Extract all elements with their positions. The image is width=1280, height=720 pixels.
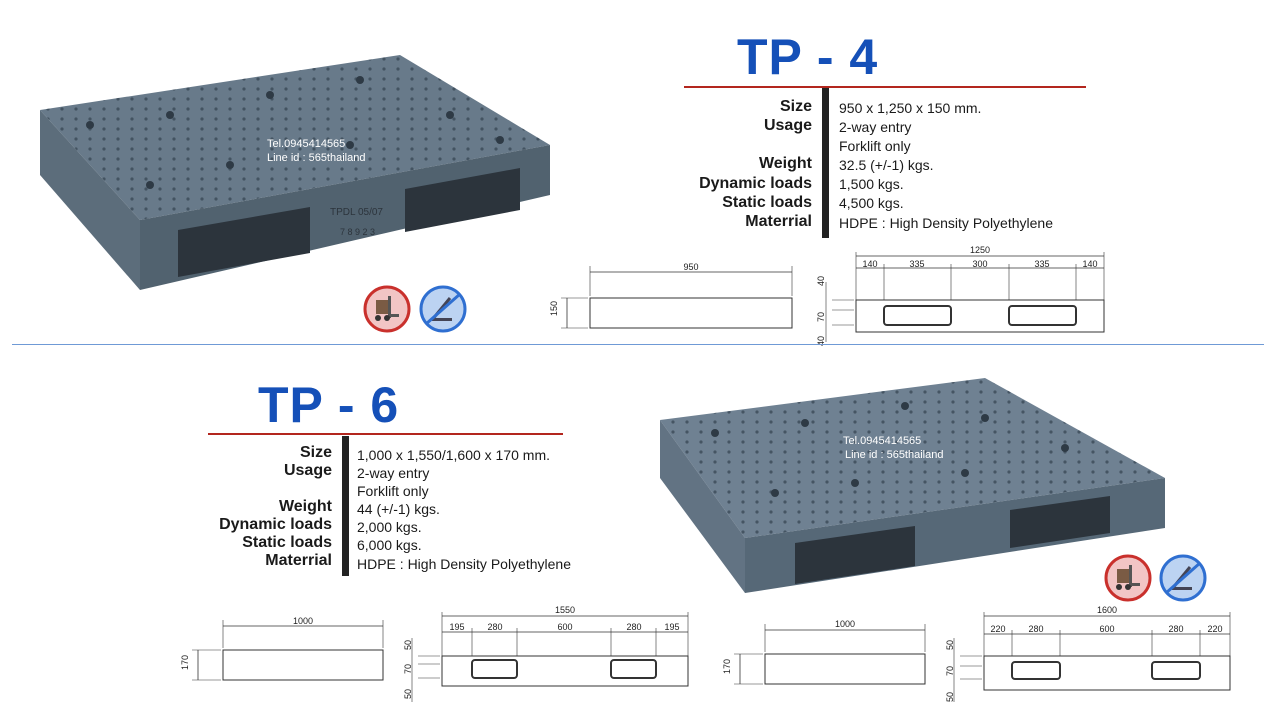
tp4-side-width: 950	[683, 262, 698, 272]
tp4-spec-bar	[822, 88, 829, 238]
tp4-seg: 335	[909, 259, 924, 269]
tp6-a-seg: 195	[664, 622, 679, 632]
tp6-side-b-width: 1000	[835, 619, 855, 629]
tp6-spec-value: HDPE : High Density Polyethylene	[357, 556, 571, 572]
tp4-side-height: 150	[549, 301, 559, 316]
tp6-title: TP - 6	[258, 377, 400, 433]
tp6-spec-label: Dynamic loads	[219, 516, 332, 533]
tp4-spec-value: 4,500 kgs.	[839, 195, 904, 211]
tp6-side-b-height: 170	[722, 659, 732, 674]
tp6-b-seg: 220	[1207, 624, 1222, 634]
tp6-a-seg: 280	[487, 622, 502, 632]
tp6-watermark-tel: Tel.0945414565	[843, 435, 921, 447]
tp4-watermark-tel: Tel.0945414565	[267, 138, 345, 150]
tp4-spec-value: HDPE : High Density Polyethylene	[839, 215, 1053, 231]
tp4-stamp-2: 7 8 9 2 3	[340, 227, 375, 237]
tp6-b-seg: 220	[990, 624, 1005, 634]
tp6-spec-bar	[342, 436, 349, 576]
tp4-spec-label: Weight	[758, 155, 812, 172]
tp4-stamp: TPDL 05/07	[330, 207, 383, 218]
tp6-spec-value: 44 (+/-1) kgs.	[357, 501, 440, 517]
tp6-a-seg: 600	[557, 622, 572, 632]
tp6-b-vert: 50	[945, 640, 955, 650]
forklift-allowed-icon	[1104, 554, 1152, 602]
tp6-side-drawing-a: 1000 170	[180, 616, 384, 681]
tp6-side-drawing-b: 1000 170	[722, 619, 926, 685]
tp6-spec-value: 2-way entry	[357, 465, 430, 481]
tp4-watermark-line: Line id : 565thailand	[267, 152, 365, 164]
tp6-spec-label: Size	[299, 444, 332, 461]
tp6-a-total: 1550	[555, 605, 575, 615]
tp6-spec-label: Usage	[283, 462, 332, 479]
tp6-a-vert: 50	[403, 689, 413, 699]
tp6-spec-value: 6,000 kgs.	[357, 537, 422, 553]
section-divider	[12, 344, 1264, 345]
hand-pallet-prohibited-icon	[1159, 554, 1207, 602]
tp4-seg: 300	[972, 259, 987, 269]
tp4-front-total: 1250	[970, 245, 990, 255]
tp6-a-seg: 280	[626, 622, 641, 632]
tp6-b-seg: 280	[1028, 624, 1043, 634]
tp6-spec-label: Weight	[278, 498, 332, 515]
tp6-b-vert: 70	[945, 666, 955, 676]
tp4-seg: 335	[1034, 259, 1049, 269]
tp6-b-vert: 50	[945, 692, 955, 702]
tp6-spec-value: Forklift only	[357, 483, 429, 499]
tp6-title-underline	[208, 433, 563, 435]
tp6-spec-label: Materrial	[265, 552, 332, 569]
tp4-seg: 140	[1082, 259, 1097, 269]
forklift-allowed-icon	[363, 285, 411, 333]
tp4-spec-label: Size	[779, 98, 812, 115]
tp4-spec-value: 2-way entry	[839, 119, 912, 135]
tp4-vert: 70	[816, 312, 826, 322]
tp4-pallet-photo: Tel.0945414565 Line id : 565thailand TPD…	[40, 55, 550, 290]
tp4-spec-value: 950 x 1,250 x 150 mm.	[839, 100, 982, 116]
tp4-spec-value: 1,500 kgs.	[839, 176, 904, 192]
tp4-spec-value: 32.5 (+/-1) kgs.	[839, 157, 934, 173]
tp4-title: TP - 4	[737, 29, 879, 85]
tp6-b-seg: 280	[1168, 624, 1183, 634]
tp4-side-drawing: 950 150	[549, 262, 793, 329]
tp6-side-a-height: 170	[180, 655, 190, 670]
tp4-vert: 40	[816, 336, 826, 346]
tp6-front-drawing-b: 1600 220 280 600 280 220 50 70 50	[945, 605, 1231, 702]
tp6-spec-value: 1,000 x 1,550/1,600 x 170 mm.	[357, 447, 551, 463]
tp6-front-drawing-a: 1550 195 280 600 280 195 50 70 50	[403, 605, 689, 702]
tp6-spec-value: 2,000 kgs.	[357, 519, 422, 535]
tp6-watermark-line: Line id : 565thailand	[845, 449, 943, 461]
tp4-spec-label: Usage	[763, 117, 812, 134]
tp6-a-seg: 195	[449, 622, 464, 632]
tp6-b-total: 1600	[1097, 605, 1117, 615]
tp6-a-vert: 50	[403, 640, 413, 650]
tp6-a-vert: 70	[403, 664, 413, 674]
tp4-spec-label: Materrial	[745, 213, 812, 230]
tp4-spec-label: Static loads	[722, 194, 812, 211]
tp4-vert: 40	[816, 276, 826, 286]
tp4-front-drawing: 1250 140 335 300 335 140 40 70 40	[816, 245, 1105, 346]
tp4-spec-value: Forklift only	[839, 138, 911, 154]
hand-pallet-prohibited-icon	[419, 285, 467, 333]
tp6-pallet-photo: Tel.0945414565 Line id : 565thailand	[660, 378, 1165, 593]
tp4-spec-label: Dynamic loads	[699, 175, 812, 192]
tp6-b-seg: 600	[1099, 624, 1114, 634]
tp6-side-a-width: 1000	[293, 616, 313, 626]
tp4-seg: 140	[862, 259, 877, 269]
tp4-title-underline	[684, 86, 1086, 88]
tp6-spec-label: Static loads	[242, 534, 332, 551]
